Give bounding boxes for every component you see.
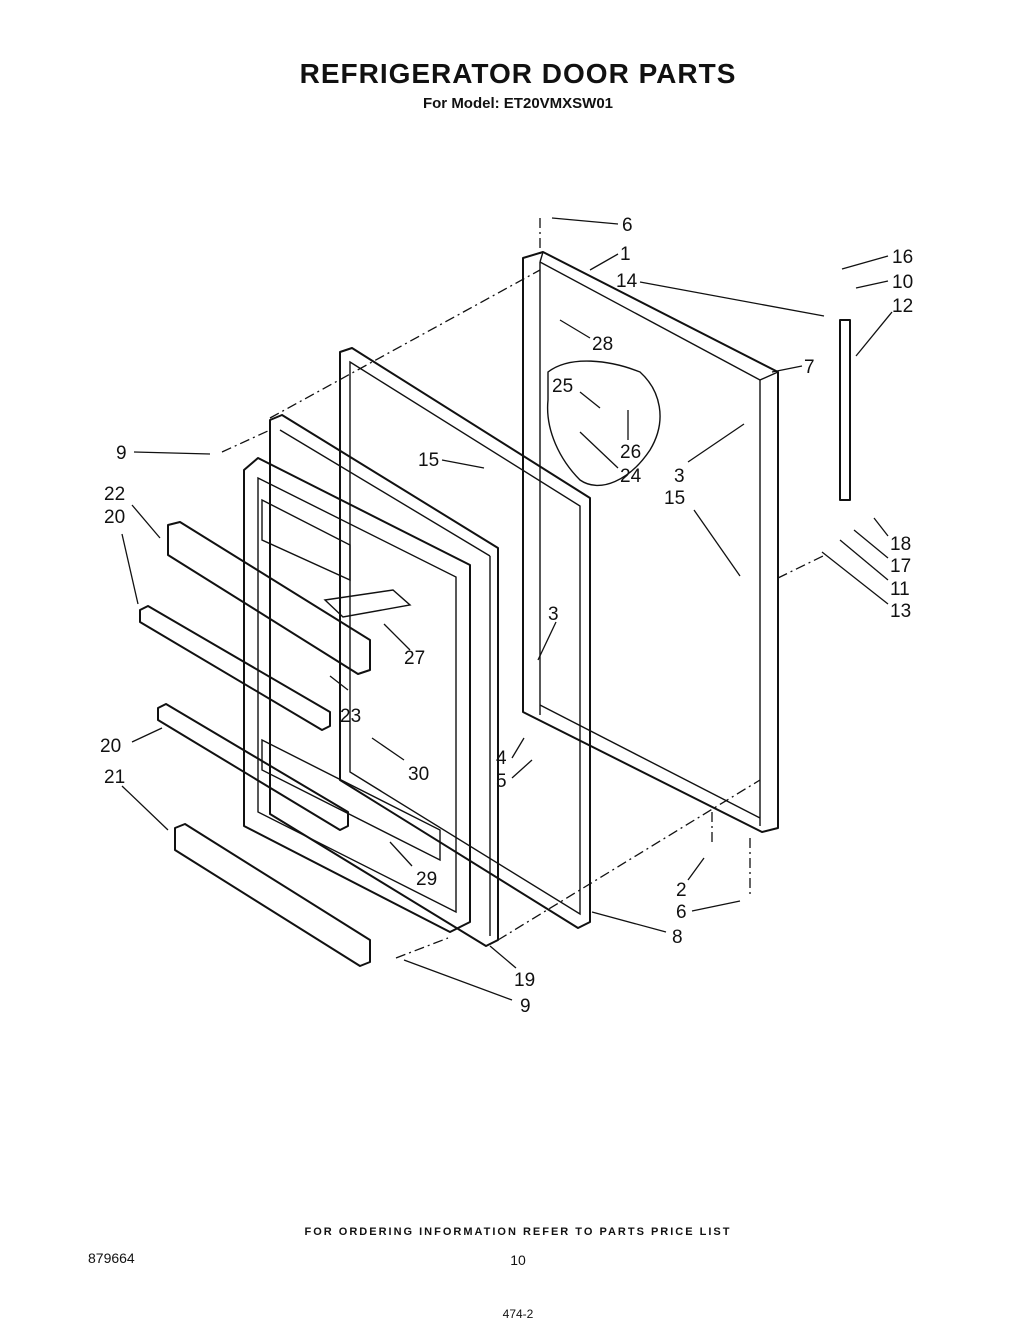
callout-23: 23: [329, 675, 361, 727]
callout-label: 2: [676, 880, 687, 901]
callout-label: 3: [674, 466, 685, 487]
callout-label: 22: [104, 484, 125, 505]
hinge-bar: [839, 319, 851, 501]
ordering-note: FOR ORDERING INFORMATION REFER TO PARTS …: [304, 1226, 732, 1238]
callout-16: 16: [841, 247, 913, 270]
callout-17: 17: [853, 529, 911, 577]
callout-label: 16: [892, 247, 913, 268]
callout-26: 26: [620, 410, 641, 463]
callout-19: 19: [489, 945, 535, 991]
alignment-lines: [221, 218, 826, 959]
callout-label: 15: [664, 488, 685, 509]
callout-28: 28: [559, 319, 613, 355]
callout-6-bottom: 6: [676, 900, 741, 923]
outer-door-panel: [522, 251, 779, 833]
callout-3-upper: 3: [674, 423, 745, 487]
callout-label: 25: [552, 376, 573, 397]
callout-label: 28: [592, 334, 613, 355]
callout-22: 22: [104, 484, 161, 539]
page-number: 10: [510, 1252, 526, 1268]
page-title: REFRIGERATOR DOOR PARTS: [299, 58, 737, 89]
callout-12: 12: [855, 296, 913, 357]
callout-label: 21: [104, 767, 125, 788]
callout-11: 11: [839, 539, 910, 600]
callout-label: 12: [892, 296, 913, 317]
callout-21: 21: [104, 767, 169, 831]
callout-14: 14: [616, 271, 825, 317]
callout-label: 19: [514, 970, 535, 991]
cutaway-detail: [546, 360, 661, 487]
callout-label: 24: [620, 466, 642, 487]
callout-15-left: 15: [418, 450, 485, 471]
callout-label: 20: [104, 507, 125, 528]
truncated-footer-text: 474-2: [502, 1307, 534, 1321]
callout-label: 6: [676, 902, 687, 923]
callout-1: 1: [589, 244, 631, 271]
callout-5: 5: [496, 759, 533, 792]
callout-label: 10: [892, 272, 913, 293]
callout-15-right: 15: [664, 488, 741, 577]
callout-24: 24: [579, 431, 642, 487]
callout-6-top: 6: [551, 215, 633, 236]
callout-4: 4: [496, 737, 525, 769]
callout-label: 6: [622, 215, 633, 236]
callout-8: 8: [591, 911, 683, 948]
callout-label: 26: [620, 442, 641, 463]
callout-3-lower: 3: [537, 604, 559, 661]
callout-20-upper: 20: [104, 507, 139, 605]
callout-2: 2: [676, 857, 705, 901]
callout-20-lower: 20: [100, 727, 163, 757]
shelf-bars: [139, 521, 371, 967]
callout-label: 3: [548, 604, 559, 625]
callout-label: 27: [404, 648, 425, 669]
callout-label: 8: [672, 927, 683, 948]
callout-label: 30: [408, 764, 429, 785]
callout-label: 4: [496, 748, 507, 769]
callout-9-bottom: 9: [403, 959, 531, 1017]
callout-label: 29: [416, 869, 437, 890]
callout-label: 20: [100, 736, 121, 757]
callout-label: 23: [340, 706, 361, 727]
callout-label: 17: [890, 556, 911, 577]
model-subtitle: For Model: ET20VMXSW01: [422, 95, 614, 112]
callout-label: 7: [804, 357, 815, 378]
callout-label: 13: [890, 601, 911, 622]
callout-10: 10: [855, 272, 913, 293]
callout-label: 14: [616, 271, 638, 292]
callout-label: 5: [496, 771, 507, 792]
callout-label: 9: [116, 443, 127, 464]
callout-9-top: 9: [116, 443, 211, 464]
callout-7: 7: [771, 357, 815, 378]
callout-13: 13: [821, 551, 911, 622]
callout-label: 11: [890, 579, 910, 600]
callout-18: 18: [873, 517, 911, 555]
door-liner-shelves: [243, 457, 471, 933]
callout-25: 25: [552, 376, 601, 409]
callout-label: 15: [418, 450, 439, 471]
callout-30: 30: [371, 737, 429, 785]
callout-label: 1: [620, 244, 631, 265]
callout-label: 18: [890, 534, 911, 555]
callout-29: 29: [389, 841, 437, 890]
callout-label: 9: [520, 996, 531, 1017]
callout-27: 27: [383, 623, 425, 669]
inner-door-liner: [269, 414, 499, 947]
document-number: 879664: [88, 1250, 135, 1266]
